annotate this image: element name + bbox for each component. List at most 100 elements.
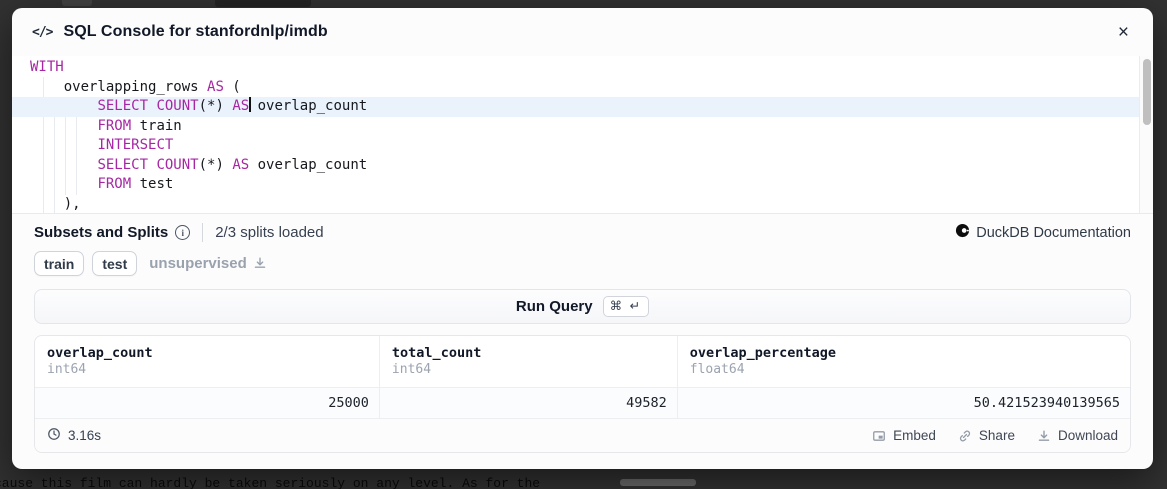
- duckdb-documentation-label: DuckDB Documentation: [976, 224, 1131, 241]
- code-line[interactable]: FROM train: [12, 117, 1153, 137]
- meta-row: Subsets and Splits i 2/3 splits loaded D…: [34, 223, 1131, 242]
- share-icon: [958, 429, 972, 443]
- code-line[interactable]: overlapping_rows AS (: [12, 78, 1153, 98]
- embed-icon: [872, 429, 886, 443]
- keyboard-shortcut-badge: ⌘ ↵: [602, 295, 650, 318]
- code-line[interactable]: INTERSECT: [12, 136, 1153, 156]
- code-token: SELECT: [97, 98, 149, 114]
- code-token: FROM: [97, 117, 132, 134]
- dialog-title: SQL Console for stanfordnlp/imdb: [63, 23, 328, 40]
- download-button[interactable]: Download: [1037, 428, 1118, 443]
- column-type: int64: [391, 362, 432, 377]
- code-token: ),: [30, 195, 81, 212]
- code-token: (*): [198, 156, 233, 173]
- code-token: COUNT: [156, 98, 199, 114]
- code-token: (: [223, 78, 241, 95]
- code-line[interactable]: FROM test: [12, 175, 1153, 195]
- split-pill-unsupervised[interactable]: unsupervised: [145, 251, 271, 276]
- text-cursor: [249, 97, 251, 112]
- code-token: FROM: [97, 176, 132, 192]
- split-label: train: [44, 255, 75, 272]
- code-token: [30, 176, 97, 192]
- editor-scrollbar[interactable]: [1139, 56, 1153, 213]
- code-token: COUNT: [156, 156, 199, 173]
- subsets-heading: Subsets and Splits: [34, 224, 169, 241]
- code-token: AS: [232, 98, 250, 114]
- download-icon: [1037, 429, 1051, 443]
- table-cell: 49582: [380, 388, 678, 418]
- dialog-content: Subsets and Splits i 2/3 splits loaded D…: [12, 214, 1153, 453]
- code-token: INTERSECT: [97, 137, 174, 153]
- dialog-header: </> SQL Console for stanfordnlp/imdb ×: [12, 8, 1153, 56]
- embed-button[interactable]: Embed: [872, 428, 936, 443]
- backdrop-element: [620, 479, 696, 486]
- code-token: overlap_count: [249, 156, 368, 173]
- split-pill-test[interactable]: test: [92, 251, 138, 276]
- code-line[interactable]: WITH: [12, 58, 1153, 78]
- run-query-label: Run Query: [515, 298, 593, 315]
- code-token: WITH: [30, 59, 64, 75]
- table-footer: 3.16s Embed Share Download: [35, 418, 1130, 452]
- split-label: test: [102, 255, 128, 272]
- code-token: overlapping_rows: [30, 78, 208, 95]
- split-label: unsupervised: [149, 255, 247, 272]
- splits-loaded-status: 2/3 splits loaded: [215, 224, 324, 241]
- indent-guide: [54, 97, 55, 213]
- clock-icon: [47, 427, 61, 444]
- code-token: [30, 98, 97, 114]
- backdrop-text: cause this film can hardly be taken seri…: [0, 476, 541, 489]
- backdrop-element: [215, 0, 311, 7]
- column-name: overlap_percentage: [689, 345, 837, 361]
- indent-guide: [76, 97, 77, 195]
- column-name: overlap_count: [47, 345, 153, 361]
- share-button[interactable]: Share: [958, 428, 1015, 443]
- code-icon: </>: [32, 24, 54, 40]
- action-label: Share: [978, 428, 1015, 443]
- code-token: train: [131, 117, 182, 134]
- code-token: SELECT: [97, 156, 149, 173]
- code-token: overlap_count: [249, 98, 368, 114]
- code-line[interactable]: SELECT COUNT(*) AS overlap_count: [12, 97, 1153, 117]
- divider: [202, 223, 204, 242]
- elapsed-label: 3.16s: [68, 428, 102, 443]
- code-line[interactable]: ),: [12, 195, 1153, 214]
- action-label: Embed: [893, 428, 936, 443]
- code-token: [30, 137, 97, 153]
- table-cell: 25000: [35, 388, 380, 418]
- code-token: [30, 157, 97, 173]
- info-icon[interactable]: i: [175, 225, 191, 240]
- column-type: int64: [47, 362, 87, 377]
- run-query-button[interactable]: Run Query ⌘ ↵: [34, 289, 1131, 324]
- code-token: [30, 118, 97, 134]
- indent-guide: [43, 77, 44, 213]
- action-label: Download: [1057, 428, 1118, 443]
- column-name: total_count: [391, 345, 482, 361]
- close-icon[interactable]: ×: [1114, 21, 1133, 44]
- download-icon: [253, 254, 267, 274]
- code-line[interactable]: SELECT COUNT(*) AS overlap_count: [12, 156, 1153, 176]
- split-pill-train[interactable]: train: [34, 251, 85, 276]
- result-actions: Embed Share Download: [872, 428, 1118, 443]
- code-token: AS: [232, 156, 250, 173]
- code-lines: WITH overlapping_rows AS ( SELECT COUNT(…: [12, 56, 1153, 214]
- duckdb-documentation-link[interactable]: DuckDB Documentation: [955, 223, 1131, 242]
- sql-editor[interactable]: WITH overlapping_rows AS ( SELECT COUNT(…: [12, 56, 1153, 214]
- sql-console-dialog: </> SQL Console for stanfordnlp/imdb × W…: [12, 8, 1153, 469]
- table-cell: 50.421523940139565: [973, 395, 1120, 411]
- code-token: AS: [207, 78, 224, 95]
- splits-row: train test unsupervised: [34, 251, 1131, 276]
- duckdb-logo-icon: [955, 223, 970, 242]
- indent-guide: [65, 97, 66, 195]
- column-type: float64: [689, 362, 745, 377]
- backdrop-element: [62, 0, 92, 6]
- query-elapsed-time: 3.16s: [47, 427, 101, 444]
- scrollbar-thumb[interactable]: [1142, 59, 1151, 125]
- code-token: test: [131, 176, 174, 192]
- code-token: (*): [198, 98, 233, 114]
